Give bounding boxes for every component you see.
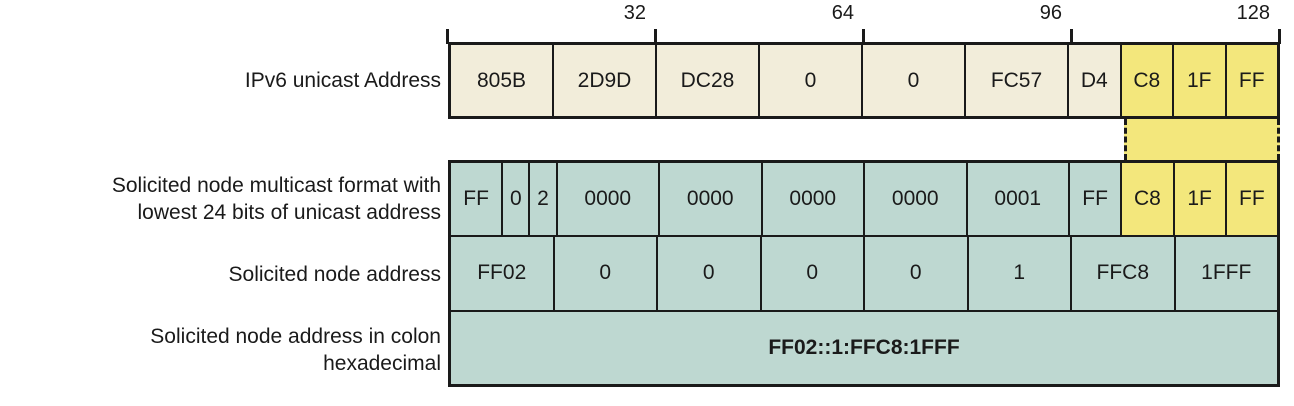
cell-solicited-node-6: FFC8 bbox=[1072, 237, 1176, 310]
cell-solicited-node-0: FF02 bbox=[451, 237, 555, 310]
cell-solicited-node-2: 0 bbox=[658, 237, 762, 310]
label-colon-hex: Solicited node address in colon hexadecim… bbox=[0, 323, 441, 377]
cell-unicast-1: 2D9D bbox=[554, 45, 657, 116]
cell-multicast-format-4: 0000 bbox=[660, 163, 763, 236]
cell-solicited-node-4: 0 bbox=[865, 237, 969, 310]
label-solicited-node-line-0: Solicited node address bbox=[228, 263, 441, 286]
cell-colon-hex-0: FF02::1:FFC8:1FFF bbox=[451, 311, 1277, 384]
label-multicast-format-line-1: lowest 24 bits of unicast address bbox=[137, 201, 442, 224]
cell-solicited-node-5: 1 bbox=[968, 237, 1072, 310]
label-unicast-line-0: IPv6 unicast Address bbox=[244, 69, 441, 92]
axis-tick-32 bbox=[654, 29, 657, 44]
cell-multicast-format-10: 1F bbox=[1174, 163, 1227, 236]
cell-multicast-format-7: 0001 bbox=[967, 163, 1070, 236]
lowest-24-bits-connector-band bbox=[1124, 119, 1280, 160]
cell-multicast-format-0: FF bbox=[451, 163, 504, 236]
cell-solicited-node-1: 0 bbox=[554, 237, 658, 310]
cell-multicast-format-3: 0000 bbox=[557, 163, 660, 236]
label-multicast-format-line-0: Solicited node multicast format with bbox=[111, 174, 441, 197]
cell-multicast-format-8: FF bbox=[1070, 163, 1123, 236]
label-unicast: IPv6 unicast Address bbox=[0, 67, 441, 94]
axis-label-32: 32 bbox=[623, 2, 646, 24]
cell-multicast-format-1: 0 bbox=[503, 163, 531, 236]
cell-unicast-7: C8 bbox=[1121, 45, 1174, 116]
label-solicited-node: Solicited node address bbox=[0, 261, 441, 288]
cell-multicast-format-5: 0000 bbox=[762, 163, 865, 236]
cell-multicast-format-2: 2 bbox=[530, 163, 558, 236]
cell-unicast-6: D4 bbox=[1069, 45, 1122, 116]
cell-solicited-node-7: 1FFF bbox=[1175, 237, 1277, 310]
cell-unicast-5: FC57 bbox=[966, 45, 1069, 116]
cell-multicast-format-9: C8 bbox=[1122, 163, 1175, 236]
cell-unicast-8: 1F bbox=[1174, 45, 1227, 116]
axis-tick-128 bbox=[1278, 29, 1281, 44]
axis-label-96: 96 bbox=[1039, 2, 1062, 24]
axis-tick-64 bbox=[862, 29, 865, 44]
cell-unicast-3: 0 bbox=[760, 45, 863, 116]
axis-tick-0 bbox=[446, 29, 449, 44]
cell-multicast-format-6: 0000 bbox=[865, 163, 968, 236]
axis-label-64: 64 bbox=[831, 2, 854, 24]
axis-label-128: 128 bbox=[1236, 2, 1270, 24]
cell-unicast-9: FF bbox=[1226, 45, 1277, 116]
cell-solicited-node-3: 0 bbox=[761, 237, 865, 310]
label-multicast-format: Solicited node multicast format with lowe… bbox=[0, 172, 441, 226]
row-colon-hex: FF02::1:FFC8:1FFF bbox=[451, 311, 1277, 384]
axis-tick-96 bbox=[1070, 29, 1073, 44]
cell-unicast-0: 805B bbox=[451, 45, 554, 116]
cell-multicast-format-11: FF bbox=[1226, 163, 1277, 236]
cell-unicast-4: 0 bbox=[863, 45, 966, 116]
label-colon-hex-line-1: hexadecimal bbox=[323, 352, 441, 375]
label-colon-hex-line-0: Solicited node address in colon bbox=[150, 325, 441, 348]
cell-unicast-2: DC28 bbox=[657, 45, 760, 116]
